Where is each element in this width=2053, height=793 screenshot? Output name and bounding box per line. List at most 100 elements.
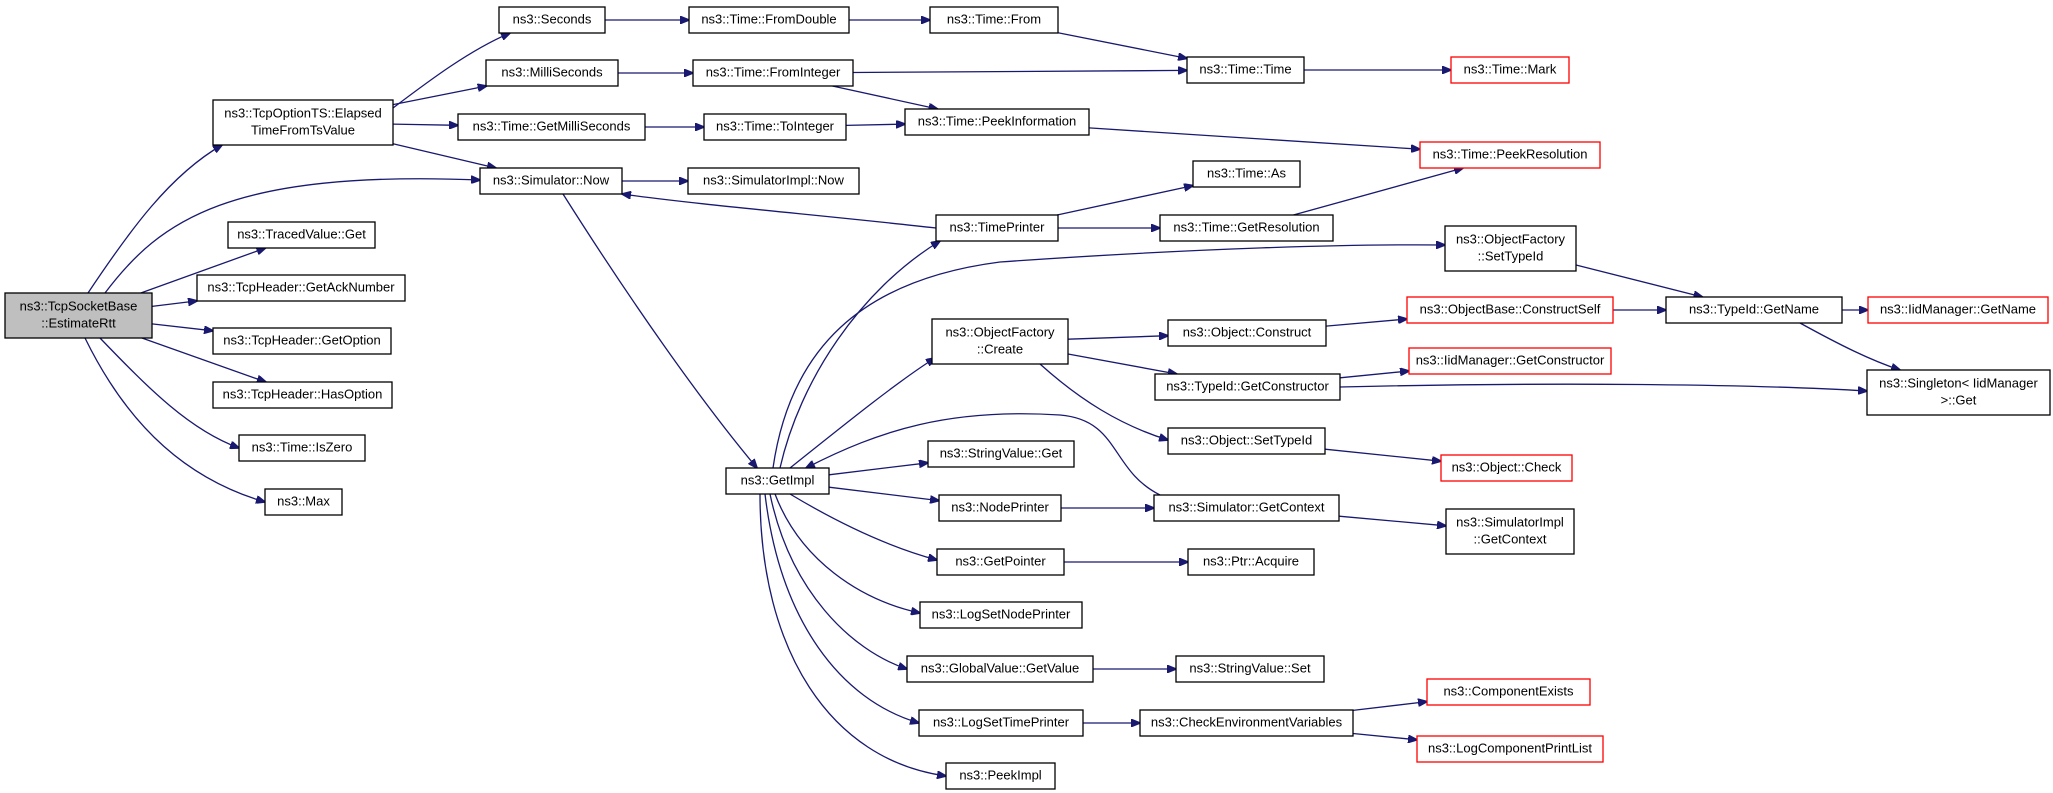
edge-path xyxy=(1352,732,1417,740)
node-ofCreate[interactable]: ns3::ObjectFactory::Create xyxy=(931,318,1069,365)
node-estimateRtt[interactable]: ns3::TcpSocketBase::EstimateRtt xyxy=(4,292,153,339)
node-box xyxy=(1154,373,1341,401)
node-tracedGet[interactable]: ns3::TracedValue::Get xyxy=(227,221,376,249)
node-hasOption[interactable]: ns3::TcpHeader::HasOption xyxy=(212,381,393,409)
node-box xyxy=(703,113,847,141)
node-box xyxy=(1419,141,1601,169)
edge-path xyxy=(769,493,907,669)
node-label: ns3::Object::SetTypeId xyxy=(1181,432,1313,447)
edge-path xyxy=(99,337,239,448)
node-label: ns3::Time::FromInteger xyxy=(706,64,841,79)
node-box xyxy=(196,274,406,302)
edge-getImpl-to-strGet xyxy=(828,463,928,476)
edge-estimateRtt-to-getOption xyxy=(151,323,213,331)
node-label: ns3::TypeId::GetConstructor xyxy=(1166,378,1329,393)
edge-path xyxy=(1039,363,1168,440)
node-logCompPrint[interactable]: ns3::LogComponentPrintList xyxy=(1416,735,1604,763)
node-objConstruct[interactable]: ns3::Object::Construct xyxy=(1167,319,1327,347)
node-label: ns3::Ptr::Acquire xyxy=(1203,553,1299,568)
node-objCheck[interactable]: ns3::Object::Check xyxy=(1440,454,1573,482)
node-fromInteger[interactable]: ns3::Time::FromInteger xyxy=(692,59,854,87)
node-logSetNode[interactable]: ns3::LogSetNodePrinter xyxy=(919,601,1083,629)
edge-path xyxy=(1338,515,1446,526)
node-peekImpl[interactable]: ns3::PeekImpl xyxy=(945,762,1056,790)
edge-path xyxy=(622,194,937,229)
node-label: ns3::MilliSeconds xyxy=(501,64,603,79)
node-label: ns3::IidManager::GetConstructor xyxy=(1416,352,1605,367)
node-simNow[interactable]: ns3::Simulator::Now xyxy=(479,167,623,195)
node-label: ns3::Time::Time xyxy=(1199,61,1291,76)
edge-path xyxy=(806,413,1161,496)
node-label: ns3::Time::From xyxy=(947,11,1041,26)
node-fromDouble[interactable]: ns3::Time::FromDouble xyxy=(688,6,850,34)
node-label: ns3::Time::GetMilliSeconds xyxy=(473,118,631,133)
node-label: TimeFromTsValue xyxy=(251,122,355,137)
node-label: ns3::Simulator::GetContext xyxy=(1168,499,1324,514)
node-ofSetTypeId[interactable]: ns3::ObjectFactory::SetTypeId xyxy=(1444,225,1577,272)
edge-path xyxy=(141,337,266,382)
node-isZero[interactable]: ns3::Time::IsZero xyxy=(238,434,366,462)
node-label: ns3::TypeId::GetName xyxy=(1689,301,1819,316)
node-typeIdGetCtor[interactable]: ns3::TypeId::GetConstructor xyxy=(1154,373,1341,401)
node-getAck[interactable]: ns3::TcpHeader::GetAckNumber xyxy=(196,274,406,302)
node-mark[interactable]: ns3::Time::Mark xyxy=(1450,56,1570,84)
node-implGetContext[interactable]: ns3::SimulatorImpl::GetContext xyxy=(1445,508,1575,555)
node-iidGetName[interactable]: ns3::IidManager::GetName xyxy=(1867,296,2049,324)
edge-path xyxy=(1339,383,1867,391)
node-timeAs[interactable]: ns3::Time::As xyxy=(1192,160,1301,188)
node-label: ns3::ObjectFactory xyxy=(1456,231,1566,246)
node-peekInfo[interactable]: ns3::Time::PeekInformation xyxy=(904,108,1090,136)
node-label: ns3::PeekImpl xyxy=(959,767,1041,782)
edge-estimateRtt-to-hasOption xyxy=(141,337,266,382)
node-getOption[interactable]: ns3::TcpHeader::GetOption xyxy=(212,327,392,355)
node-getRes[interactable]: ns3::Time::GetResolution xyxy=(1159,214,1334,242)
node-objSetTypeId[interactable]: ns3::Object::SetTypeId xyxy=(1167,427,1326,455)
node-box xyxy=(1187,548,1315,576)
node-label: ns3::ObjectBase::ConstructSelf xyxy=(1420,301,1601,316)
node-gvGetValue[interactable]: ns3::GlobalValue::GetValue xyxy=(906,655,1094,683)
node-label: ns3::SimulatorImpl::Now xyxy=(703,172,844,187)
node-label: ns3::LogSetTimePrinter xyxy=(933,714,1070,729)
node-label: ns3::SimulatorImpl xyxy=(1456,514,1564,529)
node-toInteger[interactable]: ns3::Time::ToInteger xyxy=(703,113,847,141)
node-peekRes[interactable]: ns3::Time::PeekResolution xyxy=(1419,141,1601,169)
node-label: ns3::TcpHeader::HasOption xyxy=(223,386,383,401)
edge-elapsed-to-simNow xyxy=(392,143,496,168)
edge-elapsed-to-seconds xyxy=(392,33,510,109)
node-box xyxy=(212,381,393,409)
edge-getImpl-to-getPointer xyxy=(789,493,937,560)
node-label: ns3::Time::As xyxy=(1207,165,1286,180)
node-timeTime[interactable]: ns3::Time::Time xyxy=(1186,56,1305,84)
edge-path xyxy=(789,358,935,469)
node-timePrinter[interactable]: ns3::TimePrinter xyxy=(935,214,1059,242)
node-compExists[interactable]: ns3::ComponentExists xyxy=(1426,678,1591,706)
node-getPointer[interactable]: ns3::GetPointer xyxy=(936,548,1065,576)
node-getImpl[interactable]: ns3::GetImpl xyxy=(725,467,830,495)
node-milli[interactable]: ns3::MilliSeconds xyxy=(485,59,619,87)
node-nodePrinter[interactable]: ns3::NodePrinter xyxy=(938,494,1062,522)
edge-estimateRtt-to-getAck xyxy=(151,301,197,308)
node-from[interactable]: ns3::Time::From xyxy=(929,6,1059,34)
node-checkEnv[interactable]: ns3::CheckEnvironmentVariables xyxy=(1139,709,1354,737)
node-logSetTime[interactable]: ns3::LogSetTimePrinter xyxy=(918,709,1084,737)
edge-ofCreate-to-objSetTypeId xyxy=(1039,363,1168,440)
node-box xyxy=(904,108,1090,136)
node-label: ::SetTypeId xyxy=(1478,248,1544,263)
node-singleton[interactable]: ns3::Singleton< IidManager>::Get xyxy=(1866,369,2051,416)
node-constructSelf[interactable]: ns3::ObjectBase::ConstructSelf xyxy=(1406,296,1614,324)
node-implNow[interactable]: ns3::SimulatorImpl::Now xyxy=(687,167,860,195)
node-box xyxy=(1139,709,1354,737)
node-strGet[interactable]: ns3::StringValue::Get xyxy=(927,440,1075,468)
node-ptrAcquire[interactable]: ns3::Ptr::Acquire xyxy=(1187,548,1315,576)
node-typeIdGetName[interactable]: ns3::TypeId::GetName xyxy=(1665,296,1843,324)
node-getMilli[interactable]: ns3::Time::GetMilliSeconds xyxy=(457,113,646,141)
node-label: ns3::TimePrinter xyxy=(950,219,1046,234)
node-iidGetCtor[interactable]: ns3::IidManager::GetConstructor xyxy=(1408,347,1612,375)
node-simGetContext[interactable]: ns3::Simulator::GetContext xyxy=(1153,494,1340,522)
node-box xyxy=(1406,296,1614,324)
node-strSet[interactable]: ns3::StringValue::Set xyxy=(1175,655,1325,683)
node-max[interactable]: ns3::Max xyxy=(264,488,343,516)
node-box xyxy=(212,99,394,146)
node-seconds[interactable]: ns3::Seconds xyxy=(498,6,606,34)
